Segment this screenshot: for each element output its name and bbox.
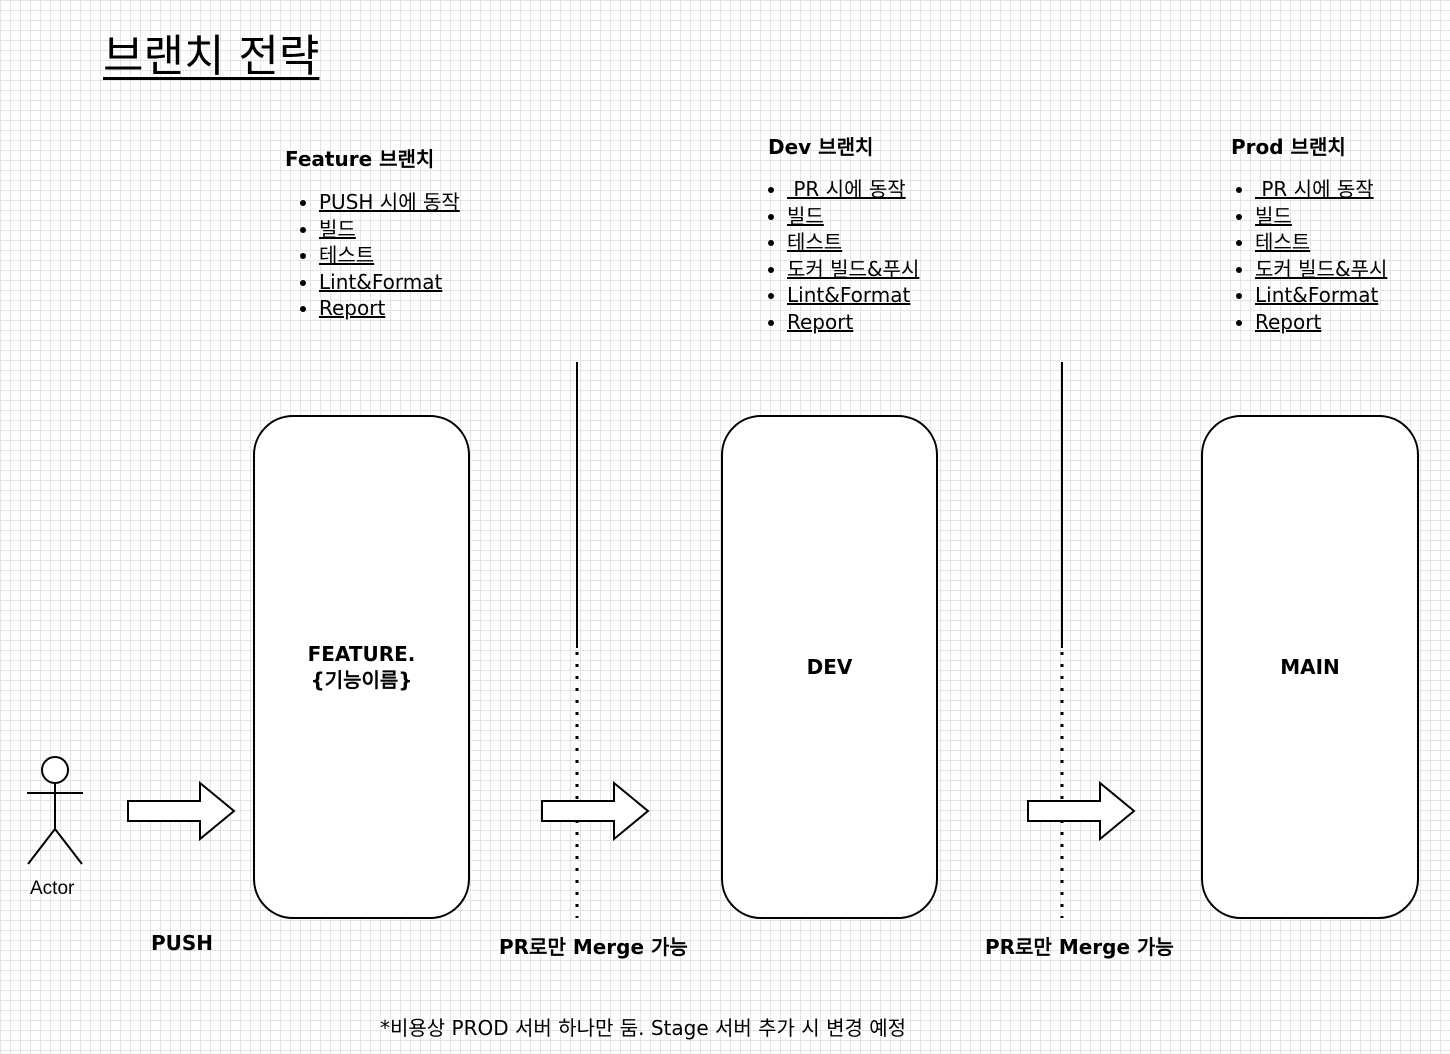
feature-box-label-line2: {기능이름} [310,668,413,692]
list-item: Lint&Format [1255,282,1387,309]
prod-section-heading: Prod 브랜치 [1231,135,1346,159]
main-box-label: MAIN [1280,655,1340,679]
list-item: 테스트 [319,242,460,269]
feature-section-heading: Feature 브랜치 [285,147,435,171]
pr-merge-label-1: PR로만 Merge 가능 [499,935,688,959]
actor-label: Actor [30,878,75,899]
push-arrow-icon[interactable] [127,780,237,842]
list-item: PR 시에 동작 [787,176,919,203]
merge-arrow-icon-2[interactable] [1027,780,1137,842]
dev-box-label: DEV [806,655,853,679]
dev-section-heading: Dev 브랜치 [768,135,874,159]
prod-section-list: PR 시에 동작 빌드 테스트 도커 빌드&푸시 Lint&Format Rep… [1221,176,1387,335]
dev-section-list: PR 시에 동작 빌드 테스트 도커 빌드&푸시 Lint&Format Rep… [753,176,919,335]
merge-arrow-icon-1[interactable] [541,780,651,842]
list-item: Lint&Format [319,269,460,296]
list-item: 빌드 [1255,203,1387,230]
feature-box-label-line1: FEATURE. [307,642,416,666]
push-label: PUSH [151,931,214,955]
list-item: PUSH 시에 동작 [319,189,460,216]
list-item: Report [787,309,919,336]
feature-branch-box[interactable]: FEATURE. {기능이름} [253,415,470,919]
page-title: 브랜치 전략 [103,31,320,82]
list-item: PR 시에 동작 [1255,176,1387,203]
list-item: 빌드 [787,203,919,230]
list-item: 빌드 [319,216,460,243]
main-branch-box[interactable]: MAIN [1201,415,1419,919]
list-item: 도커 빌드&푸시 [1255,256,1387,283]
list-item: Lint&Format [787,282,919,309]
dev-branch-box[interactable]: DEV [721,415,938,919]
pr-merge-label-2: PR로만 Merge 가능 [985,935,1174,959]
list-item: Report [1255,309,1387,336]
list-item: 도커 빌드&푸시 [787,256,919,283]
feature-section-list: PUSH 시에 동작 빌드 테스트 Lint&Format Report [285,189,460,322]
actor-figure-icon[interactable] [26,755,86,867]
footnote: *비용상 PROD 서버 하나만 둠. Stage 서버 추가 시 변경 예정 [380,1016,907,1040]
list-item: 테스트 [1255,229,1387,256]
list-item: 테스트 [787,229,919,256]
list-item: Report [319,295,460,322]
